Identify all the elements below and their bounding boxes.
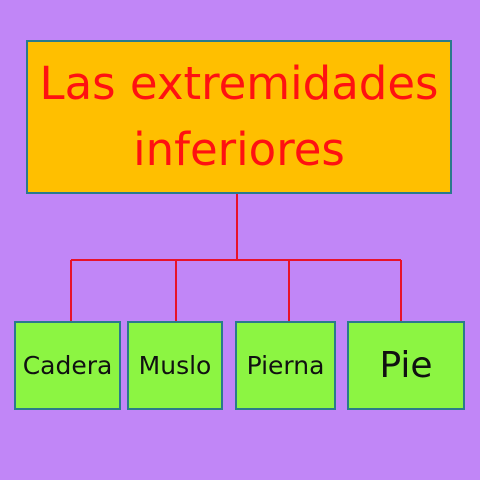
child-node-muslo: Muslo xyxy=(127,321,223,410)
child-node-pie: Pie xyxy=(347,321,465,410)
title-line-2: inferiores xyxy=(133,123,345,176)
child-node-label: Cadera xyxy=(22,351,113,380)
title-line-1: Las extremidades xyxy=(39,57,439,110)
child-node-pierna: Pierna xyxy=(235,321,336,410)
child-node-label: Pie xyxy=(379,345,433,386)
title-node: Las extremidades inferiores xyxy=(26,40,452,194)
child-node-label: Pierna xyxy=(246,351,325,380)
child-node-cadera: Cadera xyxy=(14,321,121,410)
child-node-label: Muslo xyxy=(138,351,212,380)
